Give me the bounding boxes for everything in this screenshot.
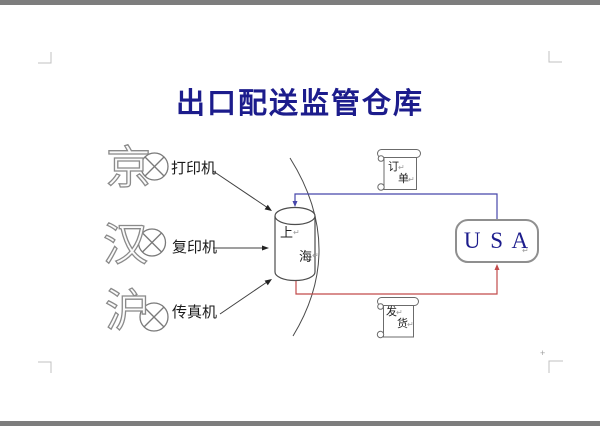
paragraph-mark: ↵ (522, 246, 529, 255)
workspace-bottom-edge (0, 421, 600, 426)
printer-connector-arrowhead (264, 204, 272, 211)
warehouse-text-line2: 海 (299, 249, 313, 264)
device-label-fax: 传真机 (172, 304, 218, 321)
arc-bracket-shape[interactable] (289, 157, 320, 337)
order-flow-arrowhead (292, 201, 298, 207)
crop-mark-bottom-left (38, 361, 52, 373)
copier-connector-arrowhead (262, 245, 269, 251)
city-label-beijing[interactable]: 京 (105, 143, 152, 193)
workspace-top-edge (0, 0, 600, 5)
order-scroll-text-line1: 订 (388, 161, 399, 173)
junction-circled-x-han[interactable] (137, 228, 167, 257)
city-label-shanghai[interactable]: 沪 (104, 286, 151, 336)
warehouse-text-line1: 上 (280, 225, 294, 240)
order-scroll-shape[interactable] (377, 149, 421, 191)
paragraph-mark: ↵ (407, 320, 414, 329)
junction-circled-x-jing[interactable] (140, 152, 169, 181)
fax-connector-arrowhead (264, 279, 272, 286)
paragraph-mark: ↵ (408, 175, 415, 184)
warehouse-cylinder-shape[interactable] (274, 206, 316, 282)
page-title: 出口配送监管仓库 (175, 88, 424, 120)
fax-connector-line[interactable] (219, 281, 268, 315)
crop-mark-bottom-right (548, 360, 563, 373)
order-scroll-text-line2: 单 (398, 173, 409, 185)
junction-circled-x-hu[interactable] (139, 302, 169, 332)
paragraph-mark: ↵ (396, 308, 403, 317)
shipment-scroll-shape[interactable] (376, 297, 419, 339)
paragraph-mark: ↵ (398, 163, 405, 172)
destination-usa-box[interactable]: U S A (455, 219, 539, 263)
shipment-flow-connector[interactable] (295, 269, 498, 295)
destination-usa-label: U S A (463, 228, 531, 253)
shipment-scroll-text-line2: 货 (397, 318, 408, 330)
printer-connector-line[interactable] (212, 170, 269, 209)
stray-anchor-mark: + (540, 348, 546, 358)
order-flow-connector[interactable] (294, 193, 498, 219)
shipment-flow-arrowhead (494, 264, 500, 270)
city-label-wuhan[interactable]: 汉 (102, 220, 149, 270)
device-label-copier: 复印机 (172, 239, 218, 256)
shipment-scroll-text-line1: 发 (386, 306, 397, 318)
paragraph-mark: ↵ (293, 228, 300, 237)
crop-mark-top-left (38, 52, 52, 64)
crop-mark-top-right (548, 51, 562, 63)
device-label-printer: 打印机 (171, 160, 217, 177)
paragraph-mark: ↵ (312, 251, 319, 260)
